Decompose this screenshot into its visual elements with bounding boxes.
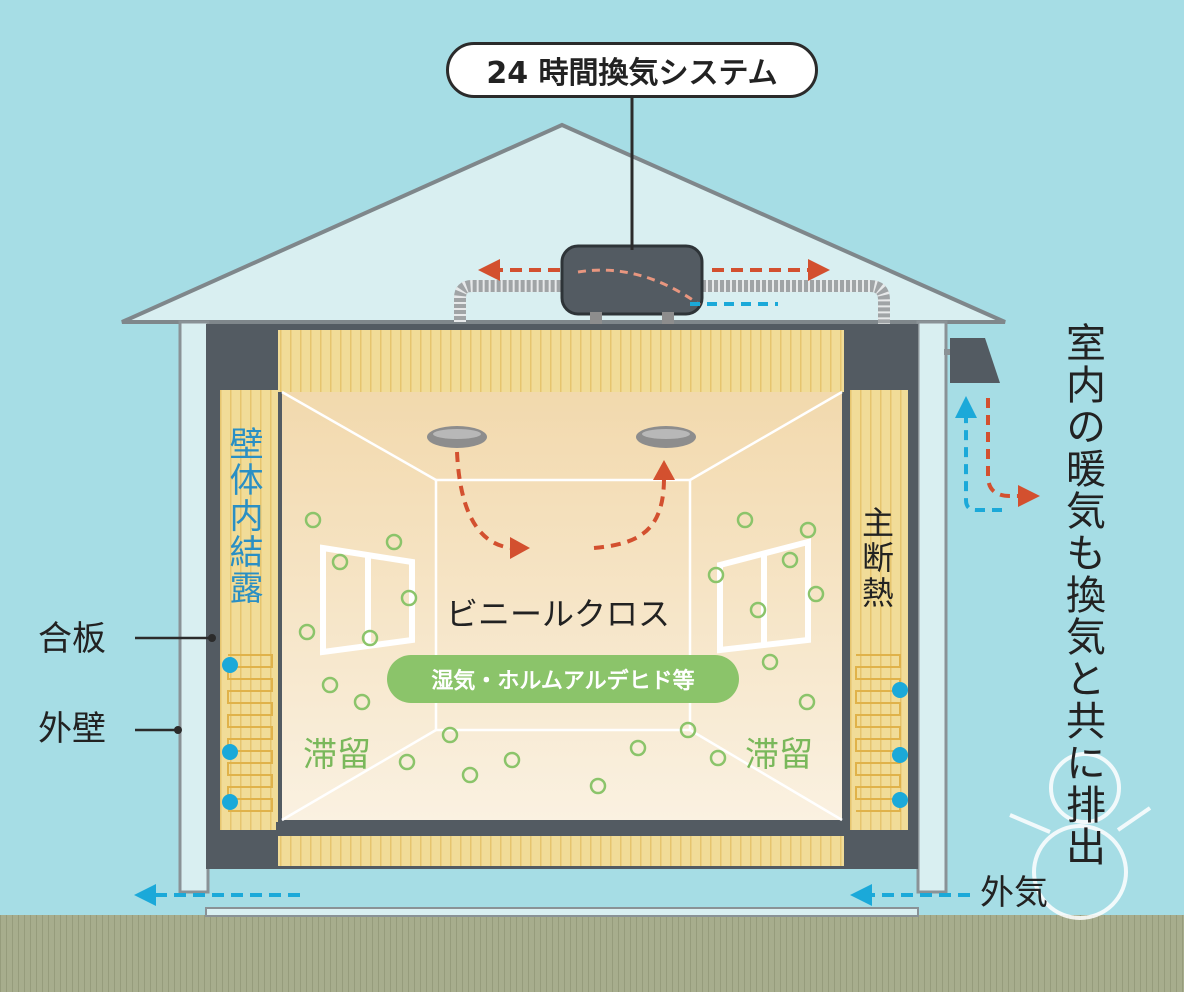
outside-air-arrow-left-exit [134, 884, 300, 906]
outside-air-label: 外気 [980, 873, 1048, 913]
foundation-strip [205, 907, 919, 917]
outside-air-arrow-under-floor [850, 884, 970, 906]
droplet [222, 657, 238, 673]
ventilation-duct-right-ribs [700, 280, 890, 324]
droplet [892, 747, 908, 763]
floor-panel [276, 822, 848, 834]
ventilation-duct-left-ribs [454, 280, 568, 322]
snowman-icon [1009, 752, 1152, 920]
system-title: 24 時間換気システム [486, 56, 778, 91]
room-perspective-lines [281, 390, 843, 822]
ventilation-unit [560, 244, 704, 316]
wall-condensation-label: 壁体内結露 [223, 426, 263, 606]
exterior-exhaust-hood [950, 338, 1000, 383]
unit-foot-left [590, 312, 602, 324]
room-interior [282, 392, 842, 820]
system-title-badge: 24 時間換気システム [446, 42, 818, 98]
exhaust-arrow-right [712, 259, 830, 281]
unit-foot-right [662, 312, 674, 324]
stagnation-label-right: 滞留 [745, 735, 813, 775]
intake-arrow-up [955, 396, 1002, 512]
droplet [222, 794, 238, 810]
vinyl-cloth-label: ビニールクロス [446, 595, 671, 633]
insulation-top [278, 330, 844, 392]
stagnation-label-left: 滞留 [303, 735, 371, 775]
pollutants-label: 湿気・ホルムアルデヒド等 [431, 669, 695, 694]
room-airflow-arrow-down [455, 451, 530, 559]
condensation-squiggle-right [855, 654, 901, 812]
label-pointers [135, 636, 212, 732]
unit-internal-airflow [577, 268, 701, 307]
window-right [717, 538, 811, 654]
droplet [892, 682, 908, 698]
insulation-bottom [278, 836, 844, 866]
pollutants-badge: 湿気・ホルムアルデヒド等 [387, 655, 739, 703]
condensation-squiggle-left [227, 654, 273, 812]
droplet [892, 792, 908, 808]
roof [121, 122, 1006, 324]
moisture-bubbles [298, 511, 825, 795]
room-airflow-arrow-up [593, 460, 675, 550]
exterior-wall-right [916, 320, 948, 894]
exhaust-arrow-out [986, 398, 1040, 507]
ceiling-vent-left-inner [433, 429, 481, 439]
ceiling-vent-right-inner [642, 429, 690, 439]
exterior-wall-label: 外壁 [38, 709, 106, 749]
ground [0, 915, 1184, 992]
exhaust-arrow-left [478, 259, 560, 281]
plywood-label: 合板 [38, 619, 106, 659]
main-insulation-label: 主断熱 [857, 506, 895, 611]
exterior-wall-left [178, 320, 210, 894]
exhaust-note-label: 室内の暖気も換気と共に排出 [1059, 322, 1105, 868]
pointer-dot [208, 634, 216, 642]
pointer-dot [174, 726, 182, 734]
droplet [222, 744, 238, 760]
